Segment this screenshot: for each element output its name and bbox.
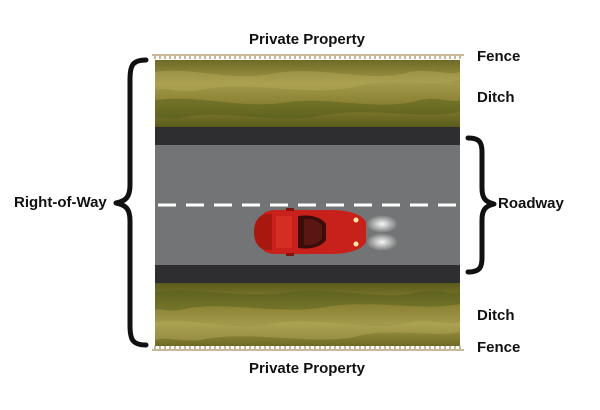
top-ditch-area xyxy=(155,60,460,127)
bottom-fence-label: Fence xyxy=(477,339,521,356)
bottom-fence xyxy=(152,346,464,351)
red-sports-car-icon xyxy=(254,208,398,256)
right-of-way-bracket xyxy=(113,57,149,348)
bottom-private-property-label: Private Property xyxy=(249,360,365,377)
right-of-way-label: Right-of-Way xyxy=(14,194,107,211)
roadway-bracket xyxy=(465,135,497,275)
top-fence-label: Fence xyxy=(477,48,521,65)
bottom-shoulder xyxy=(155,265,460,283)
top-shoulder xyxy=(155,127,460,145)
roadway xyxy=(155,127,460,283)
top-fence xyxy=(152,54,464,59)
top-private-property-label: Private Property xyxy=(249,31,365,48)
roadway-label: Roadway xyxy=(498,195,564,212)
top-ditch-label: Ditch xyxy=(477,89,515,106)
bottom-ditch-label: Ditch xyxy=(477,307,515,324)
bottom-ditch-area xyxy=(155,283,460,346)
